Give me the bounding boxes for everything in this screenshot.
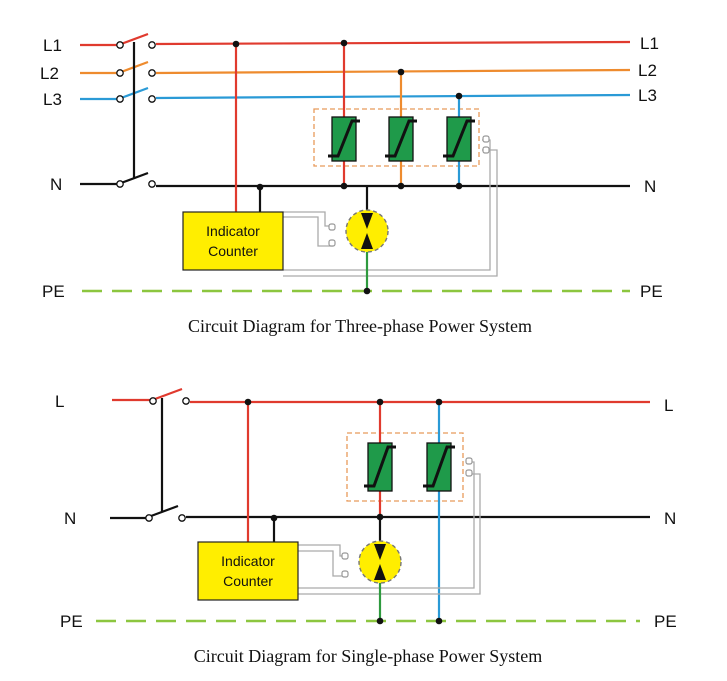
left-label-l3: L3 [43,90,62,109]
sp-signal-contact-symbols [341,457,473,578]
sp-junction-dots [244,398,443,625]
left-label-pe: PE [42,282,65,301]
three-phase-diagram: Indicator Counter L1 L2 L3 N PE L1 L2 L3… [40,32,663,336]
sp-right-label-pe: PE [654,612,677,631]
sp-left-label-pe: PE [60,612,83,631]
sp-switch-contacts [145,397,190,522]
three-phase-caption: Circuit Diagram for Three-phase Power Sy… [188,316,532,336]
l2-bus [155,68,631,75]
right-label-l1: L1 [640,34,659,53]
sp-l-switch-blade [154,387,183,401]
sp-varistor-n [423,442,455,492]
varistor-l1 [328,116,360,162]
sp-indicator-counter-label-line2: Counter [223,573,273,589]
sp-indicator-counter-label-line1: Indicator [221,553,275,569]
right-label-pe: PE [640,282,663,301]
varistor-l3 [443,116,475,162]
indicator-counter-box [182,211,284,271]
signal-contact-symbols [328,135,490,247]
sp-left-label-l: L [55,392,64,411]
varistor-l2 [385,116,417,162]
left-label-l1: L1 [43,36,62,55]
sp-n-switch-blade [150,504,179,518]
sp-spd-module-outline [346,432,464,502]
switch-contacts [116,41,156,188]
single-phase-caption: Circuit Diagram for Single-phase Power S… [194,646,542,666]
sp-right-label-n: N [664,509,676,528]
sp-right-label-l: L [664,396,673,415]
l3-bus [155,93,631,100]
right-label-l3: L3 [638,86,657,105]
indicator-counter-label-line2: Counter [208,243,258,259]
sp-gas-discharge-tube [358,540,402,584]
sp-indicator-counter-box [197,541,299,601]
l1-switch-blade [120,32,149,46]
right-label-l2: L2 [638,61,657,80]
spd-module-outline [313,108,480,167]
left-label-l2: L2 [40,64,59,83]
sp-varistor-l [364,442,396,492]
right-label-n: N [644,177,656,196]
left-label-n: N [50,175,62,194]
gas-discharge-tube [345,209,389,253]
single-phase-diagram: Indicator Counter L N PE L N PE Circuit … [55,387,677,666]
junction-dots [232,39,463,295]
sp-left-label-n: N [64,509,76,528]
indicator-counter-label-line1: Indicator [206,223,260,239]
l1-bus [155,40,631,46]
